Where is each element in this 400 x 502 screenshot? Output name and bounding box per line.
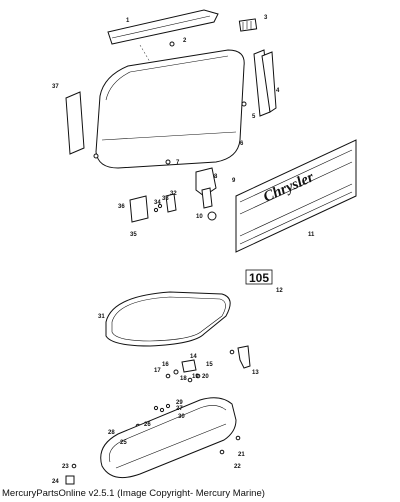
- callout-4: 4: [276, 88, 280, 94]
- callout-13: 13: [252, 370, 259, 376]
- callout-2: 2: [183, 38, 187, 44]
- part-15-20-hardware: [165, 359, 201, 383]
- callout-7: 7: [176, 160, 180, 166]
- callout-18: 18: [180, 376, 187, 382]
- callout-31: 31: [98, 314, 105, 320]
- part-35-bracket: [129, 193, 177, 223]
- image-caption: MercuryPartsOnline v2.5.1 (Image Copyrig…: [2, 488, 265, 499]
- part-10-grommet: [207, 211, 217, 221]
- part-2-screw: [169, 41, 175, 47]
- callout-26: 26: [144, 422, 151, 428]
- part-12-model-decal: 105: [245, 269, 273, 285]
- part-1-top-trim: [107, 9, 219, 45]
- part-21-screw: [235, 435, 241, 441]
- callout-28: 28: [108, 430, 115, 436]
- callout-14: 14: [190, 354, 197, 360]
- callout-30: 30: [178, 414, 185, 420]
- part-2b-screw: [93, 153, 99, 159]
- part-14-screw: [229, 349, 235, 355]
- callout-10: 10: [196, 214, 203, 220]
- callout-27: 27: [176, 406, 183, 412]
- callout-33: 33: [162, 196, 169, 202]
- part-27-30-screws: [153, 403, 171, 413]
- callout-22: 22: [234, 464, 241, 470]
- callout-12: 12: [276, 288, 283, 294]
- callout-6: 6: [240, 141, 244, 147]
- callout-21: 21: [238, 452, 245, 458]
- callout-1: 1: [126, 18, 130, 24]
- callout-15: 15: [206, 362, 213, 368]
- part-37-rear-pad: [65, 91, 85, 155]
- part-13-latch: [237, 345, 251, 369]
- model-decal-text: 105: [249, 271, 269, 285]
- callout-32: 32: [170, 191, 177, 197]
- callout-35: 35: [130, 232, 137, 238]
- callout-8: 8: [214, 174, 218, 180]
- callout-19: 19: [192, 374, 199, 380]
- callout-23: 23: [62, 464, 69, 470]
- callout-36: 36: [118, 204, 125, 210]
- callout-labels: 1 2 3 4 5 6 7 8 9 10 11 12 13 14 15 16 1…: [52, 15, 315, 485]
- part-4-side-rail: [253, 49, 277, 117]
- callout-20: 20: [202, 374, 209, 380]
- callout-11: 11: [308, 232, 315, 238]
- callout-9: 9: [232, 178, 236, 184]
- part-lower-cowl: [100, 397, 237, 479]
- callout-5: 5: [252, 114, 256, 120]
- callout-24: 24: [52, 479, 59, 485]
- part-31-seal: [105, 291, 231, 347]
- callout-34: 34: [154, 200, 161, 206]
- part-8-latch: [195, 167, 217, 209]
- part-5-screw: [241, 101, 247, 107]
- callout-25: 25: [120, 440, 127, 446]
- callout-29: 29: [176, 400, 183, 406]
- part-22-screw: [219, 449, 225, 455]
- callout-3: 3: [264, 15, 268, 21]
- part-3-clip: [238, 18, 258, 32]
- callout-37: 37: [52, 84, 59, 90]
- callout-17: 17: [154, 368, 161, 374]
- callout-16: 16: [162, 362, 169, 368]
- part-23-24-clip: [65, 463, 77, 485]
- part-7-screw: [165, 159, 171, 165]
- part-11-chrysler-decal: Chrysler: [235, 139, 357, 253]
- part-6-upper-cowl: [95, 49, 245, 169]
